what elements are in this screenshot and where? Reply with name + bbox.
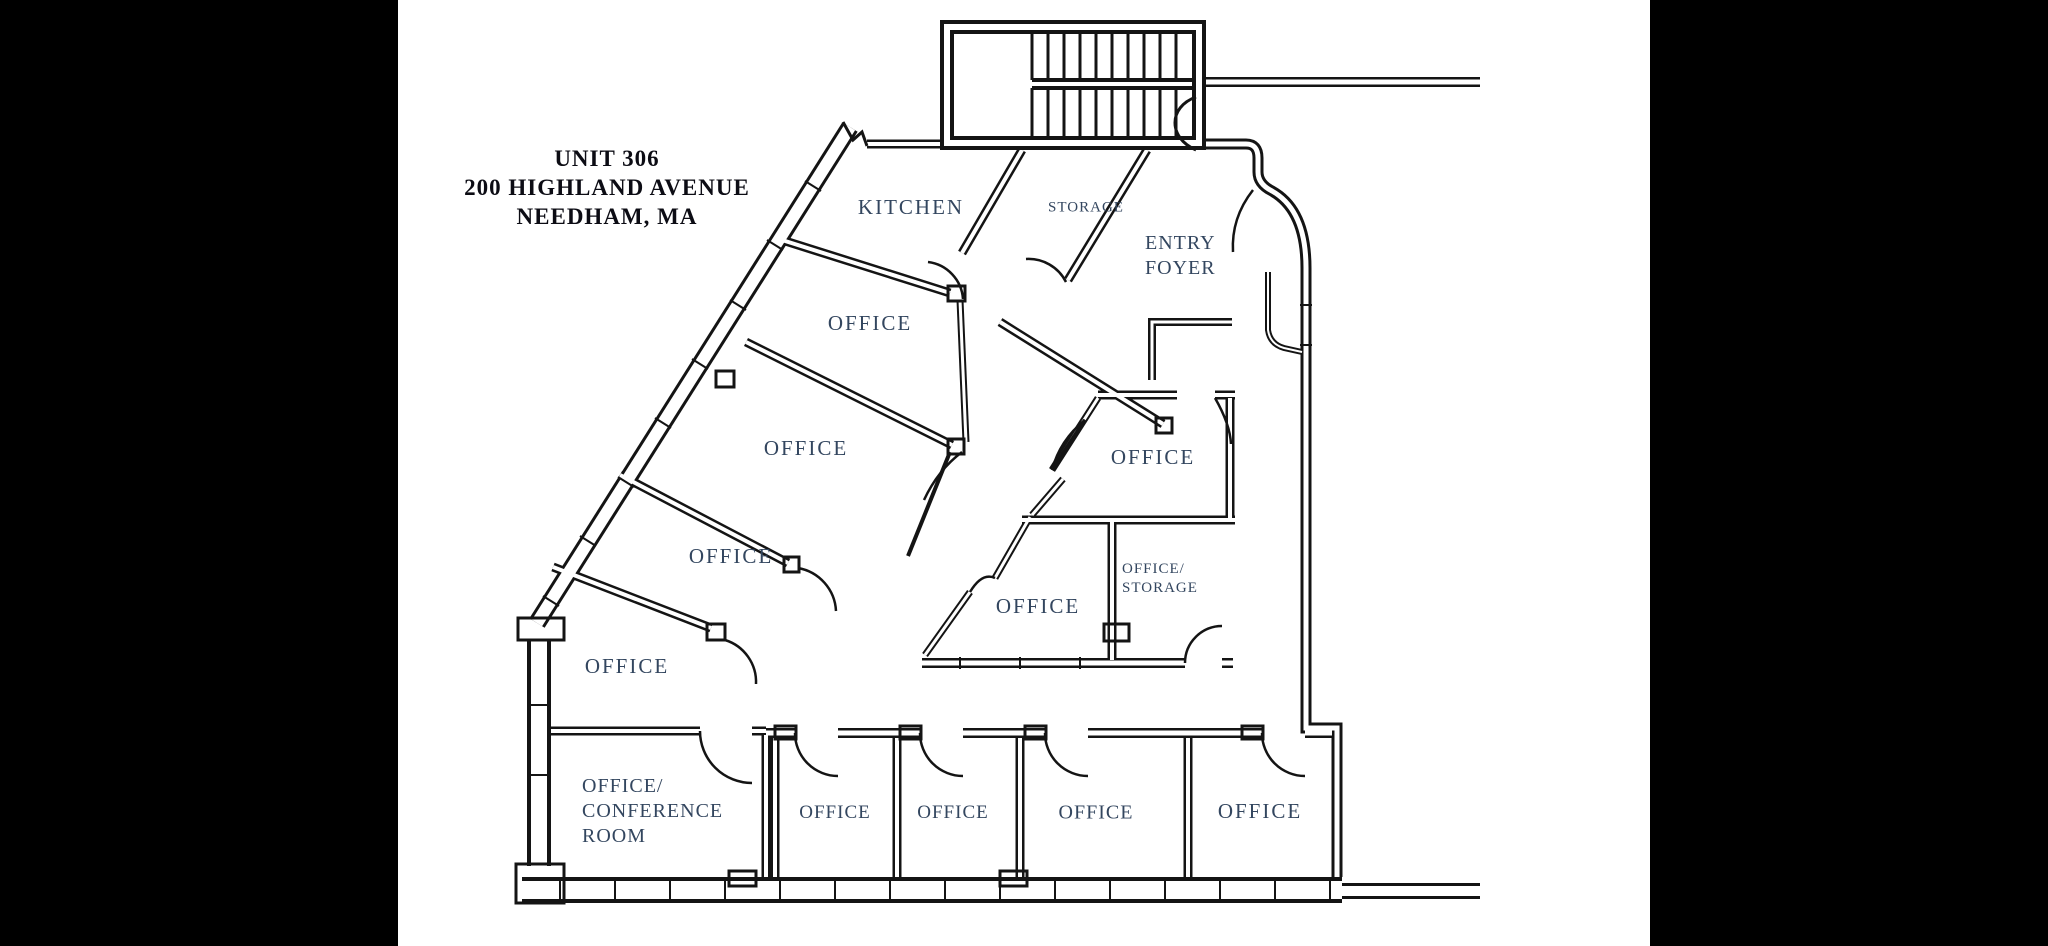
window-ticks-left-wall <box>527 304 1312 776</box>
room-label-kitchen: KITCHEN <box>857 194 965 219</box>
title-city: NEEDHAM, MA <box>516 204 698 229</box>
room-label-office-storage: OFFICE/ STORAGE <box>1122 561 1198 596</box>
room-label-office-band-4: OFFICE <box>584 653 670 678</box>
window-ticks-bottom-wall <box>559 877 1331 903</box>
title-address: 200 HIGHLAND AVENUE <box>464 175 750 200</box>
room-label-office-band-2: OFFICE <box>763 435 849 460</box>
window-ticks-diagonal-wall <box>542 180 822 607</box>
room-label-office-center: OFFICE <box>995 593 1081 618</box>
room-label-office-bottom-1: OFFICE <box>799 802 871 824</box>
room-label-storage: STORAGE <box>1048 199 1124 216</box>
room-label-office-bottom-3: OFFICE <box>1058 801 1134 824</box>
title-block: UNIT 306 200 HIGHLAND AVENUE NEEDHAM, MA <box>437 144 777 231</box>
door-swings <box>698 189 1306 785</box>
wall-columns <box>514 616 566 905</box>
wall-notch <box>841 121 869 147</box>
scale-bar <box>760 913 1287 927</box>
stairwell <box>940 20 1206 152</box>
title-unit: UNIT 306 <box>554 146 660 171</box>
room-label-office-conference: OFFICE/ CONFERENCE ROOM <box>582 775 724 847</box>
room-label-office-band-3: OFFICE <box>688 543 774 568</box>
room-label-office-bottom-4: OFFICE <box>1217 798 1303 823</box>
door-frames <box>705 284 1265 888</box>
room-label-entry-foyer: ENTRY FOYER <box>1145 232 1216 279</box>
room-label-office-right: OFFICE <box>1110 444 1196 469</box>
room-label-office-band-1: OFFICE <box>827 310 913 335</box>
room-label-office-bottom-2: OFFICE <box>917 802 989 824</box>
